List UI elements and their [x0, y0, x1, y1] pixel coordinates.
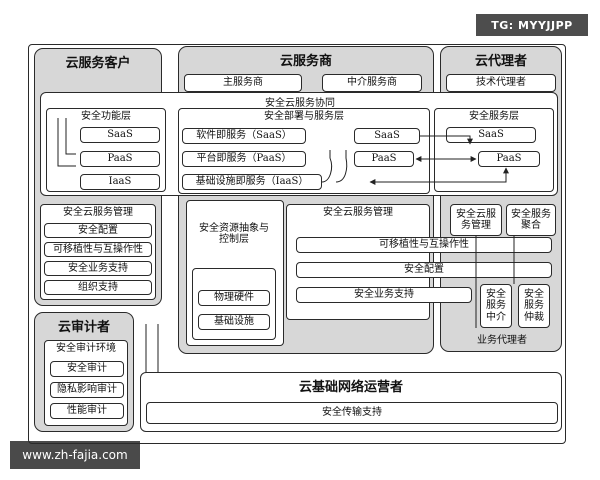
consumer-paas: PaaS [80, 151, 160, 167]
audit-env-title: 安全审计环境 [56, 343, 116, 354]
broker-intermediate-label: 安全服务中介 [486, 288, 506, 323]
provider-mgmt-item-0: 可移植性与互操作性 [296, 237, 552, 253]
iaas-arrow [369, 167, 509, 185]
broker-mgmt-box: 安全云服务管理 [450, 204, 502, 236]
audit-item-label: 隐私影响审计 [57, 384, 117, 396]
outer-frame [28, 44, 566, 444]
audit-item-2: 性能审计 [50, 403, 124, 419]
consumer-mgmt-item-3: 组织支持 [44, 280, 152, 295]
broker-title: 云代理者 [474, 53, 527, 69]
consumer-iaas: IaaS [80, 174, 160, 190]
broker-paas: PaaS [478, 151, 540, 167]
resource-label-box: 安全资源抽象与控制层 [192, 212, 276, 256]
facility-label: 基础设施 [214, 316, 254, 328]
intermediary-provider-box: 中介服务商 [322, 74, 422, 92]
tech-broker-box: 技术代理者 [446, 74, 556, 92]
consumer-mgmt-item-0: 安全配置 [44, 223, 152, 238]
audit-item-1: 隐私影响审计 [50, 382, 124, 398]
consumer-mgmt-item-2: 安全业务支持 [44, 261, 152, 276]
main-provider-label: 主服务商 [223, 77, 263, 89]
main-provider-box: 主服务商 [184, 74, 302, 92]
broker-intermediate-box: 安全服务中介 [480, 284, 512, 328]
consumer-mgmt-item-1: 可移植性与互操作性 [44, 242, 152, 257]
consumer-mgmt-item-label: 安全配置 [78, 224, 118, 236]
broker-saas-label: SaaS [478, 129, 504, 141]
broker-arbitrage-box: 安全服务仲裁 [518, 284, 550, 328]
transport-support-label: 安全传输支持 [322, 407, 382, 419]
intermediary-provider-label: 中介服务商 [347, 77, 397, 89]
provider-title: 云服务商 [279, 53, 332, 69]
broker-aggregate-box: 安全服务聚合 [506, 204, 556, 236]
iaas-service-box: 基础设施即服务（IaaS） [182, 174, 322, 190]
provider-mgmt-item-label: 可移植性与互操作性 [379, 239, 469, 251]
provider-mgmt-item-2: 安全业务支持 [296, 287, 472, 303]
consumer-mgmt-item-label: 安全业务支持 [68, 262, 128, 274]
hardware-label: 物理硬件 [214, 292, 254, 304]
broker-aggregate-label: 安全服务聚合 [511, 208, 551, 232]
watermark-bottom: www.zh-fajia.com [10, 441, 140, 469]
provider-paas: PaaS [354, 151, 414, 167]
saas-arrow [420, 135, 473, 145]
collab-label: 安全云服务协同 [265, 97, 335, 109]
provider-saas-label: SaaS [374, 130, 400, 142]
consumer-bracket-1 [57, 118, 76, 167]
iaas-loop-1 [321, 150, 333, 183]
iaas-service-label: 基础设施即服务（IaaS） [195, 176, 309, 188]
carrier-title: 云基础网络运营者 [298, 379, 403, 395]
consumer-saas-label: SaaS [107, 129, 133, 141]
audit-item-label: 安全审计 [67, 363, 107, 375]
tech-broker-label: 技术代理者 [476, 77, 526, 89]
provider-deploy-title: 安全部署与服务层 [264, 111, 344, 122]
provider-mgmt-item-label: 安全配置 [404, 264, 444, 276]
consumer-saas: SaaS [80, 127, 160, 143]
iaas-loop-2 [335, 150, 348, 183]
business-broker-label: 业务代理者 [477, 334, 527, 346]
consumer-mgmt-title: 安全云服务管理 [63, 207, 133, 218]
broker-paas-label: PaaS [496, 153, 522, 165]
consumer-mgmt-item-label: 可移植性与互操作性 [53, 243, 143, 255]
consumer-title: 云服务客户 [65, 55, 131, 71]
audit-item-label: 性能审计 [67, 405, 107, 417]
broker-service-title: 安全服务层 [469, 111, 519, 122]
consumer-mgmt-item-label: 组织支持 [78, 281, 118, 293]
audit-item-0: 安全审计 [50, 361, 124, 377]
provider-mgmt-title: 安全云服务管理 [323, 207, 393, 218]
hardware-box: 物理硬件 [198, 290, 270, 306]
consumer-bracket-2 [65, 118, 76, 155]
provider-paas-label: PaaS [371, 153, 397, 165]
resource-label: 安全资源抽象与控制层 [199, 222, 269, 246]
saas-service-label: 软件即服务（SaaS） [196, 130, 292, 142]
consumer-paas-label: PaaS [107, 153, 133, 165]
provider-mgmt-item-label: 安全业务支持 [354, 289, 414, 301]
provider-mgmt-item-1: 安全配置 [296, 262, 552, 278]
paas-service-box: 平台即服务（PaaS） [182, 151, 306, 167]
watermark-top: TG: MYYJJPP [476, 14, 588, 36]
provider-saas: SaaS [354, 128, 420, 144]
auditor-title: 云审计者 [57, 319, 110, 335]
saas-service-box: 软件即服务（SaaS） [182, 128, 306, 144]
broker-mgmt-label: 安全云服务管理 [456, 208, 496, 232]
paas-service-label: 平台即服务（PaaS） [196, 153, 292, 165]
broker-arbitrage-label: 安全服务仲裁 [524, 288, 544, 323]
consumer-iaas-label: IaaS [108, 176, 132, 188]
consumer-function-title: 安全功能层 [81, 111, 131, 122]
transport-support-box: 安全传输支持 [146, 402, 558, 424]
facility-box: 基础设施 [198, 314, 270, 330]
